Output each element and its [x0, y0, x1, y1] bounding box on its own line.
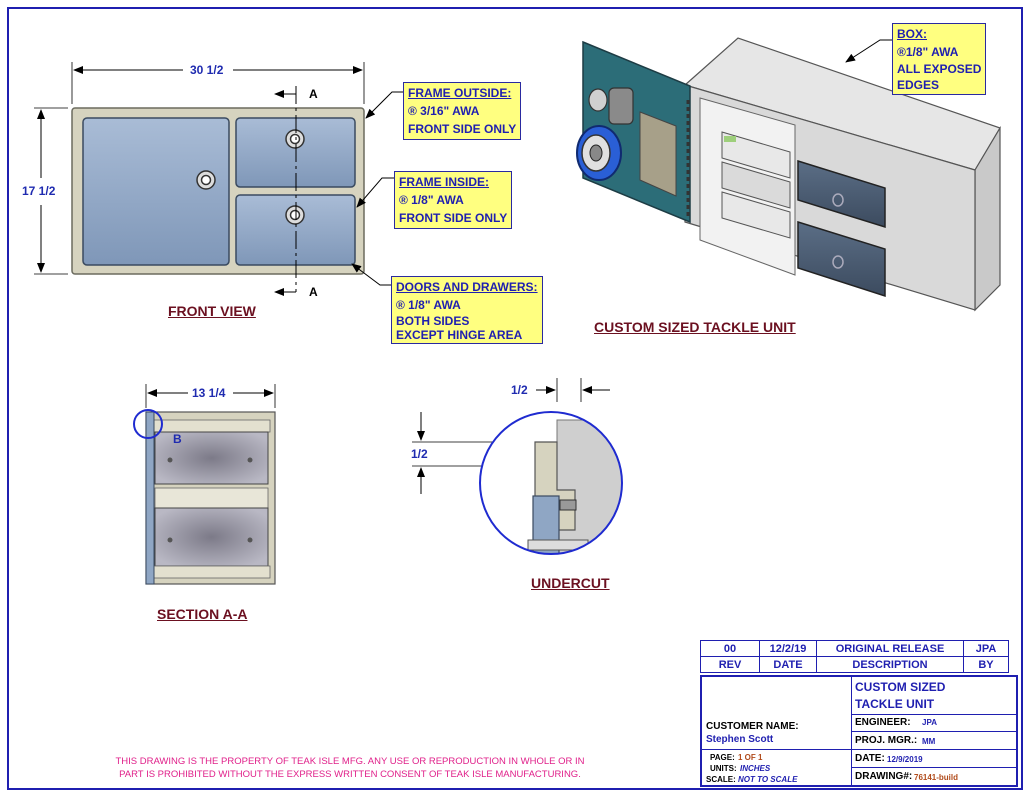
- pm-value: MM: [922, 737, 936, 746]
- callout-line: FRONT SIDE ONLY: [408, 122, 517, 136]
- front-door-panel: [82, 117, 230, 266]
- undercut-view: [412, 378, 623, 555]
- disclaimer-line: PART IS PROHIBITED WITHOUT THE EXPRESS W…: [119, 769, 581, 780]
- iso-view-title: CUSTOM SIZED TACKLE UNIT: [594, 319, 796, 335]
- rev-cell: 00: [700, 640, 760, 657]
- tb-left: [702, 677, 852, 785]
- disclaimer-line: THIS DRAWING IS THE PROPERTY OF TEAK ISL…: [115, 756, 585, 767]
- date-label: DATE:: [855, 753, 885, 764]
- callout-doors-drawers: DOORS AND DRAWERS: ® 1/8" AWA BOTH SIDES…: [391, 276, 543, 344]
- front-width-dim: 30 1/2: [190, 63, 224, 77]
- units-value: INCHES: [740, 764, 771, 773]
- customer-label: CUSTOMER NAME:: [706, 721, 799, 732]
- section-marker-top: A: [309, 87, 318, 101]
- date-value: 12/9/2019: [887, 755, 923, 764]
- rev-header: DESCRIPTION: [816, 656, 964, 673]
- detail-marker-b: B: [173, 432, 182, 446]
- rev-cell: 12/2/19: [759, 640, 817, 657]
- front-view: [34, 62, 404, 296]
- title-block: CUSTOM SIZED TACKLE UNIT ENGINEER: JPA P…: [700, 675, 1018, 787]
- undercut-vert-dim: 1/2: [411, 447, 428, 461]
- callout-line: ® 1/8" AWA: [396, 298, 461, 312]
- latch-icon: [285, 205, 305, 225]
- section-view: [133, 384, 276, 585]
- reel-icon: [576, 125, 622, 181]
- project-title-line-2: TACKLE UNIT: [855, 697, 935, 711]
- undercut-title: UNDERCUT: [531, 575, 610, 591]
- rev-header: BY: [963, 656, 1009, 673]
- callout-line: EDGES: [897, 78, 940, 92]
- rev-cell: ORIGINAL RELEASE: [816, 640, 964, 657]
- revision-table: 00 12/2/19 ORIGINAL RELEASE JPA REV DATE…: [700, 640, 1009, 673]
- page-label: PAGE:: [710, 753, 735, 762]
- callout-heading: DOORS AND DRAWERS:: [396, 280, 538, 294]
- front-height-dim: 17 1/2: [22, 184, 56, 198]
- detail-b-circle: [133, 409, 163, 439]
- property-disclaimer: THIS DRAWING IS THE PROPERTY OF TEAK ISL…: [70, 755, 630, 781]
- rod-holder-icon: [588, 87, 634, 125]
- page-value: 1 OF 1: [738, 753, 763, 762]
- section-width-dim: 13 1/4: [192, 386, 226, 400]
- rev-header: REV: [700, 656, 760, 673]
- tb-divider: [852, 767, 1016, 768]
- sheet-border: [7, 7, 1023, 790]
- revision-header-row: REV DATE DESCRIPTION BY: [700, 656, 1009, 673]
- scale-value: NOT TO SCALE: [738, 775, 798, 784]
- latch-icon: [285, 129, 305, 149]
- callout-heading: FRAME OUTSIDE:: [408, 86, 512, 100]
- undercut-horiz-dim: 1/2: [511, 383, 528, 397]
- callout-frame-inside: FRAME INSIDE: ® 1/8" AWA FRONT SIDE ONLY: [394, 171, 513, 229]
- units-label: UNITS:: [710, 764, 737, 773]
- revision-row: 00 12/2/19 ORIGINAL RELEASE JPA: [700, 640, 1009, 657]
- undercut-detail-circle: [479, 411, 623, 555]
- rev-cell: JPA: [963, 640, 1009, 657]
- pm-label: PROJ. MGR.:: [855, 735, 918, 746]
- callout-line: ®1/8" AWA: [897, 45, 959, 59]
- callout-line: BOTH SIDES: [396, 314, 470, 328]
- latch-icon: [196, 170, 216, 190]
- customer-value: Stephen Scott: [706, 734, 774, 745]
- tb-divider: [852, 749, 1016, 750]
- scale-label: SCALE:: [706, 775, 736, 784]
- drawing-value: 76141-build: [914, 773, 959, 782]
- callout-line: ® 1/8" AWA: [399, 193, 464, 207]
- section-marker-bottom: A: [309, 285, 318, 299]
- callout-line: ALL EXPOSED: [897, 62, 982, 76]
- callout-line: EXCEPT HINGE AREA: [396, 328, 523, 342]
- callout-box: BOX: ®1/8" AWA ALL EXPOSED EDGES: [892, 23, 987, 95]
- engineer-value: JPA: [922, 718, 937, 727]
- callout-line: FRONT SIDE ONLY: [399, 211, 508, 225]
- iso-view: [576, 37, 1001, 312]
- front-view-title: FRONT VIEW: [168, 303, 256, 319]
- tb-divider: [852, 714, 1016, 715]
- callout-line: ® 3/16" AWA: [408, 104, 480, 118]
- project-title-line-1: CUSTOM SIZED: [855, 680, 946, 694]
- callout-heading: BOX:: [897, 27, 927, 41]
- rev-header: DATE: [759, 656, 817, 673]
- callout-heading: FRAME INSIDE:: [399, 175, 489, 189]
- tb-divider: [702, 749, 852, 750]
- drawing-label: DRAWING#:: [855, 771, 913, 782]
- tb-divider: [852, 731, 1016, 732]
- callout-frame-outside: FRAME OUTSIDE: ® 3/16" AWA FRONT SIDE ON…: [403, 82, 522, 140]
- section-view-title: SECTION A-A: [157, 606, 248, 622]
- engineer-label: ENGINEER:: [855, 717, 911, 728]
